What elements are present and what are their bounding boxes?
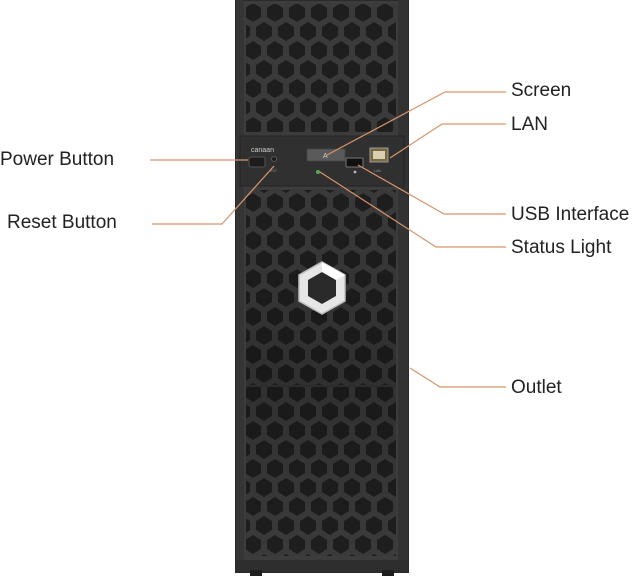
- leader-reset: [152, 165, 275, 225]
- reset-button[interactable]: [271, 156, 277, 162]
- leader-usb: [357, 164, 506, 215]
- base-plate: [236, 560, 408, 572]
- status-light: [316, 170, 320, 174]
- right-foot: [382, 570, 394, 576]
- usb-indicator: [353, 170, 357, 174]
- leader-screen: [326, 91, 506, 156]
- upper-grille: [246, 4, 396, 132]
- usb-port[interactable]: [345, 157, 364, 168]
- hex-emblem: [298, 261, 346, 315]
- reset-caption: RST: [270, 169, 278, 173]
- leader-lines: [150, 91, 506, 388]
- callout-usb-interface: USB Interface: [511, 204, 630, 225]
- chassis-side-right: [398, 0, 408, 572]
- power-button[interactable]: [248, 156, 266, 168]
- lan-caption: LAN: [374, 169, 381, 173]
- brand-logo: canaan: [251, 147, 274, 154]
- lower-grille-shade: [246, 190, 396, 556]
- callout-outlet: Outlet: [511, 377, 562, 398]
- leader-status: [319, 171, 506, 248]
- chassis-side-left: [236, 0, 244, 572]
- lan-port-socket: [373, 151, 385, 159]
- leader-outlet: [409, 367, 506, 388]
- left-foot: [250, 570, 262, 576]
- callout-power-button: Power Button: [0, 149, 115, 170]
- callout-lan: LAN: [511, 114, 548, 135]
- callout-reset-button: Reset Button: [7, 212, 117, 233]
- screen-glyph: A: [323, 153, 328, 160]
- callout-screen: Screen: [511, 80, 572, 101]
- screen: [306, 148, 346, 162]
- leader-lan: [389, 123, 506, 159]
- callout-status-light: Status Light: [511, 237, 612, 258]
